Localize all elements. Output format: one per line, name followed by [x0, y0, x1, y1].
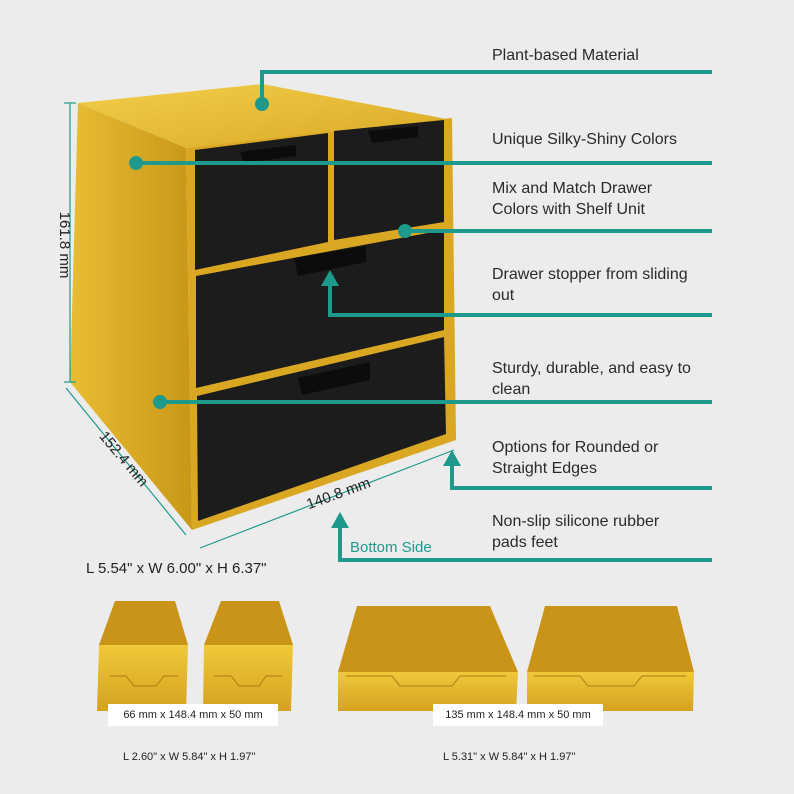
feature-mix-match: Mix and Match Drawer Colors with Shelf U…: [492, 180, 653, 218]
callout-markers: [129, 97, 461, 528]
large-tray-size-label: 135 mm x 148.4 mm x 50 mm: [433, 704, 603, 726]
overall-size-summary: L 5.54" x W 6.00" x H 6.37": [86, 560, 267, 577]
callout-lines: [136, 70, 712, 562]
large-tray-summary: L 5.31" x W 5.84" x H 1.97": [443, 751, 576, 763]
feature-edges: Options for Rounded or Straight Edges: [492, 439, 659, 477]
drawer-top-right: [334, 120, 444, 240]
small-tray-1: [97, 601, 188, 711]
feature-nonslip: Non-slip silicone rubber pads feet: [492, 513, 660, 551]
large-tray-1: [338, 606, 518, 711]
feature-drawer-stopper: Drawer stopper from sliding out: [492, 266, 688, 304]
small-tray-summary: L 2.60" x W 5.84" x H 1.97": [123, 751, 256, 763]
drawer-top-left: [195, 133, 328, 270]
feature-plant-based: Plant-based Material: [492, 47, 639, 64]
bottom-side-label: Bottom Side: [350, 539, 432, 556]
drawer-middle: [196, 230, 444, 388]
drawer-bottom: [197, 337, 446, 521]
small-tray-size-label: 66 mm x 148.4 mm x 50 mm: [108, 704, 278, 726]
small-tray-2: [203, 601, 293, 711]
large-tray-2: [527, 606, 694, 711]
height-dimension-label: 161.8 mm: [56, 212, 73, 279]
organizer-cabinet: [64, 84, 456, 549]
feature-silky-colors: Unique Silky-Shiny Colors: [492, 131, 677, 148]
feature-sturdy: Sturdy, durable, and easy to clean: [492, 360, 691, 398]
